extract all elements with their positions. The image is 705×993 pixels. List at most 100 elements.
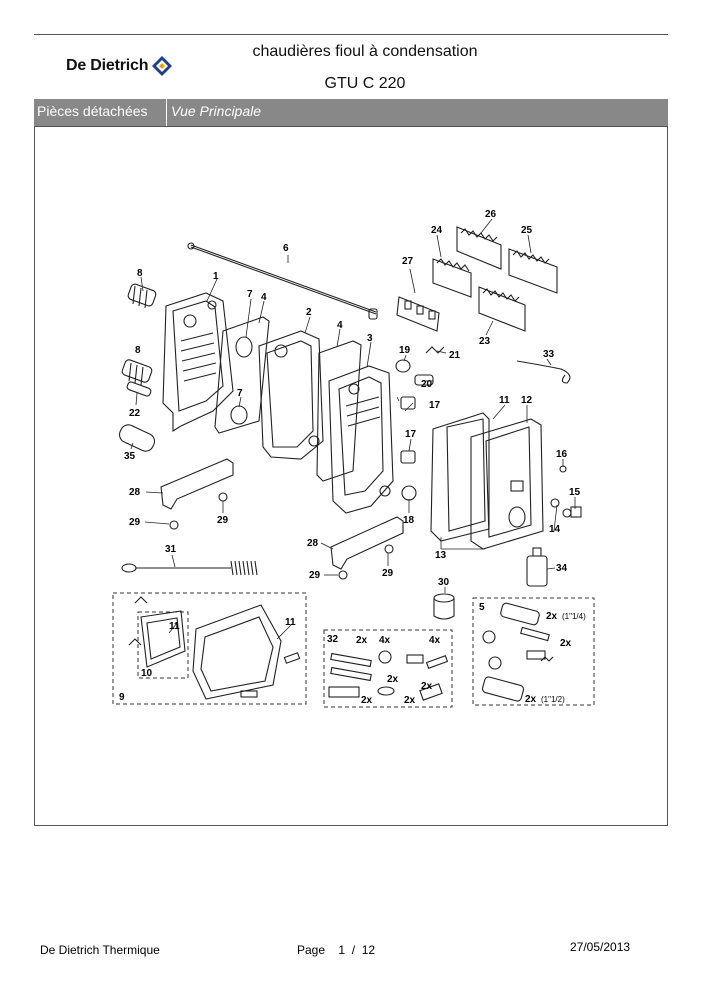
qty-label: 2x xyxy=(421,681,433,692)
label-22: 22 xyxy=(129,408,141,419)
label-11b: 11 xyxy=(169,621,180,632)
exploded-view-diagram: 8 1 7 4 6 2 4 3 8 7 22 35 28 29 29 31 28… xyxy=(34,126,668,826)
qty-label: 2x xyxy=(404,695,416,706)
model-name: GTU C 220 xyxy=(324,75,406,92)
casting-1 xyxy=(162,292,234,432)
label-31: 31 xyxy=(165,544,177,555)
qty-label: 2x xyxy=(546,611,558,622)
gasket-4-left xyxy=(214,316,270,434)
turbulator-25 xyxy=(508,248,558,294)
label-5: 5 xyxy=(479,602,485,613)
turbulator-26 xyxy=(456,226,502,270)
jacket-12 xyxy=(470,418,544,550)
casting-3 xyxy=(328,365,394,514)
qty-label: 2x xyxy=(387,674,399,685)
label-30: 30 xyxy=(438,577,450,588)
sleeve-7-bottom xyxy=(230,405,248,425)
bracket-28-top xyxy=(160,458,234,510)
label-11c: 11 xyxy=(285,617,296,628)
brand-logo: De Dietrich xyxy=(66,54,173,78)
nipple-8-top xyxy=(127,283,157,309)
label-27: 27 xyxy=(402,256,414,267)
brush-31 xyxy=(121,560,258,576)
page-total: 12 xyxy=(361,943,376,957)
view-label: Vue Principale xyxy=(171,103,262,119)
rod-6 xyxy=(190,244,377,313)
label-26: 26 xyxy=(485,209,497,220)
kit-32-box xyxy=(323,629,453,708)
section-divider xyxy=(166,99,167,126)
kit-5-box xyxy=(472,597,595,706)
label-28b: 28 xyxy=(307,538,319,549)
bracket-28-bottom xyxy=(330,516,404,570)
turbulator-23 xyxy=(478,286,526,332)
label-9: 9 xyxy=(119,692,125,703)
screw-29d xyxy=(338,570,348,580)
clip-21 xyxy=(425,346,445,354)
gasket-4-right xyxy=(316,340,362,482)
diamond-logo-icon xyxy=(152,56,173,76)
spray-34 xyxy=(526,547,548,587)
footer-page-number: Page 1 / 12 xyxy=(297,943,375,957)
footer-company: De Dietrich Thermique xyxy=(40,943,160,957)
diagram-drawing: 8 1 7 4 6 2 4 3 8 7 22 35 28 29 29 31 28… xyxy=(112,209,595,708)
page-separator: / xyxy=(351,943,356,957)
pin-22 xyxy=(126,381,152,397)
section-label: Pièces détachées xyxy=(37,103,148,119)
label-17: 17 xyxy=(429,400,441,411)
qty-label: 4x xyxy=(429,635,441,646)
thread-size-label: (1"1/4) xyxy=(562,612,586,621)
label-10: 10 xyxy=(141,668,153,679)
clip-17-top xyxy=(400,396,416,410)
footer-date: 27/05/2013 xyxy=(570,940,631,954)
label-33: 33 xyxy=(543,349,555,360)
qty-label: 2x xyxy=(356,635,368,646)
cup-30 xyxy=(433,593,455,620)
label-14: 14 xyxy=(549,524,561,535)
fitting-20 xyxy=(414,374,434,386)
label-13: 13 xyxy=(435,550,447,561)
label-4: 4 xyxy=(261,292,267,303)
washer-14a xyxy=(550,498,560,508)
clip-17-bottom xyxy=(400,450,416,464)
label-16: 16 xyxy=(556,449,568,460)
label-20: 20 xyxy=(421,379,433,390)
label-4b: 4 xyxy=(337,320,343,331)
label-1: 1 xyxy=(213,271,219,282)
label-29: 29 xyxy=(129,517,141,528)
brand-name: De Dietrich xyxy=(66,57,149,74)
label-7b: 7 xyxy=(237,388,243,399)
nut-15 xyxy=(570,506,582,518)
qty-label: 2x xyxy=(525,694,537,705)
label-12: 12 xyxy=(521,395,533,406)
casting-2 xyxy=(258,330,324,460)
label-18: 18 xyxy=(403,515,415,526)
kit-10-box xyxy=(137,611,189,679)
label-28: 28 xyxy=(129,487,141,498)
screw-29a xyxy=(218,492,228,502)
page-label: Page xyxy=(297,943,326,957)
document-title: chaudières fioul à condensation xyxy=(252,43,478,60)
label-8b: 8 xyxy=(135,345,141,356)
screw-29b xyxy=(169,520,179,530)
fitting-19 xyxy=(395,359,411,373)
turbulator-24 xyxy=(432,258,472,298)
sleeve-7-top xyxy=(235,336,253,358)
label-19: 19 xyxy=(399,345,411,356)
qty-label: 2x xyxy=(560,638,572,649)
label-23: 23 xyxy=(479,336,491,347)
kit-9-box xyxy=(112,592,307,705)
retainer-27 xyxy=(396,296,440,332)
plug-18 xyxy=(401,485,417,501)
label-2: 2 xyxy=(306,307,312,318)
hook-33 xyxy=(516,360,571,384)
label-29c: 29 xyxy=(309,570,321,581)
label-32: 32 xyxy=(327,634,339,645)
label-11: 11 xyxy=(499,395,510,406)
label-3: 3 xyxy=(367,333,373,344)
label-29d: 29 xyxy=(382,568,394,579)
washer-14b xyxy=(562,508,572,518)
screw-29c xyxy=(384,544,394,554)
qty-label: 2x xyxy=(361,695,373,706)
label-34: 34 xyxy=(556,563,568,574)
